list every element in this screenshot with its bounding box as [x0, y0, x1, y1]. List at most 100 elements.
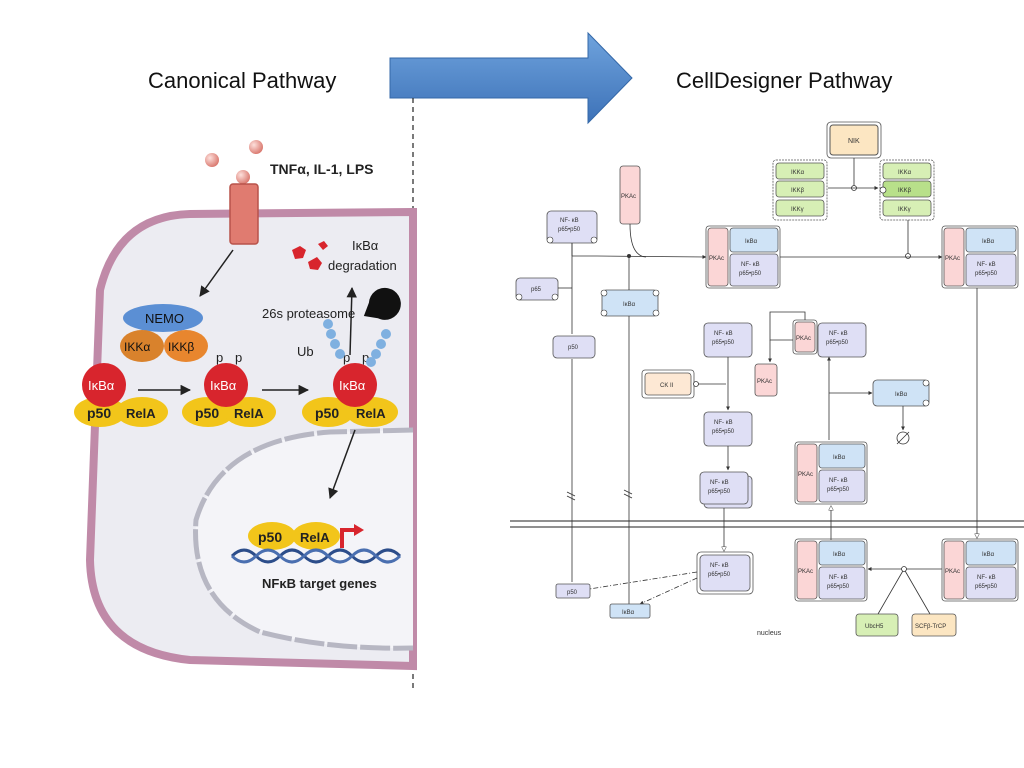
- svg-text:p50: p50: [258, 529, 282, 545]
- nemo-protein: [123, 304, 203, 332]
- svg-text:NIK: NIK: [848, 138, 860, 145]
- ikk-complex-inactive: IKKα IKKβ IKKγ: [772, 159, 828, 221]
- svg-text:p: p: [235, 350, 242, 365]
- svg-text:IκBα: IκBα: [895, 392, 908, 398]
- nfkb-complex-1: IκBα p50 RelA: [74, 363, 168, 427]
- svg-text:NF- κB: NF- κB: [710, 480, 729, 486]
- pkac-nfkb-ikba-complex-lower: PKAc IκBα NF- κB p65•p50: [794, 441, 868, 505]
- p65-node: p65: [515, 277, 559, 301]
- svg-text:RelA: RelA: [356, 406, 386, 421]
- nfkb-node-right: NF- κB p65•p50: [817, 322, 867, 358]
- nfkb-node-mid3: NF- κB p65•p50: [699, 471, 753, 509]
- svg-text:IκBα: IκBα: [745, 239, 758, 245]
- svg-text:p50: p50: [567, 590, 578, 596]
- nucleus-label: nucleus: [757, 630, 782, 637]
- ikba-node-phospho: IκBα: [872, 379, 930, 407]
- svg-text:IKKγ: IKKγ: [898, 207, 911, 213]
- nuclear-p50-node: p50: [555, 583, 591, 599]
- svg-text:PKAc: PKAc: [709, 256, 724, 262]
- svg-text:IKKβ: IKKβ: [898, 188, 912, 194]
- nuclear-complex-left: PKAc IκBα NF- κB p65•p50: [794, 538, 868, 602]
- svg-text:IKKβ: IKKβ: [791, 188, 805, 194]
- nuclear-nfkb-node: NF- κB p65•p50: [696, 551, 754, 595]
- svg-text:p65•p50: p65•p50: [558, 227, 581, 233]
- svg-text:NF- κB: NF- κB: [714, 420, 733, 426]
- nik-node: [829, 124, 879, 156]
- svg-text:RelA: RelA: [300, 530, 330, 545]
- nuclear-ikba-node: IκBα: [609, 603, 651, 619]
- svg-text:IκBα: IκBα: [622, 610, 635, 616]
- ligand-ball: [236, 170, 250, 184]
- ubch5-node: UbcH5: [855, 613, 899, 637]
- svg-text:p65•p50: p65•p50: [975, 271, 998, 277]
- svg-text:p50: p50: [195, 405, 219, 421]
- svg-text:NF- κB: NF- κB: [714, 331, 733, 337]
- svg-text:NF- κB: NF- κB: [977, 262, 996, 268]
- svg-text:CK II: CK II: [660, 383, 674, 389]
- ikba-degradation-label: IκBα: [352, 238, 379, 253]
- svg-text:PKAc: PKAc: [621, 194, 636, 200]
- svg-text:PKAc: PKAc: [798, 569, 813, 575]
- svg-text:RelA: RelA: [126, 406, 156, 421]
- nemo-label: NEMO: [145, 311, 184, 326]
- svg-text:p65•p50: p65•p50: [975, 584, 998, 590]
- canonical-pathway-title: Canonical Pathway: [148, 68, 337, 93]
- svg-text:p65•p50: p65•p50: [827, 487, 850, 493]
- degradation-symbol: [896, 431, 910, 445]
- svg-text:p: p: [343, 350, 350, 365]
- proteasome-icon: [363, 287, 401, 320]
- svg-text:p65•p50: p65•p50: [739, 271, 762, 277]
- celldesigner-diagram: nucleus NIK IKKα IKKβ IKKγ IKKα IKKβ IKK…: [510, 121, 1024, 637]
- svg-text:IκBα: IκBα: [623, 302, 636, 308]
- svg-text:NF- κB: NF- κB: [829, 478, 848, 484]
- ub-label: Ub: [297, 344, 314, 359]
- svg-text:RelA: RelA: [234, 406, 264, 421]
- svg-text:p50: p50: [568, 345, 579, 351]
- nfkb-complex-node: NF- κB p65•p50: [546, 210, 598, 244]
- ikka-label: IKKα: [124, 340, 150, 354]
- ligand-ball: [205, 153, 219, 167]
- svg-text:p65•p50: p65•p50: [708, 572, 731, 578]
- degradation-arrow: [346, 286, 357, 356]
- ubiquitin-chain: [323, 319, 391, 367]
- ikka-protein: [120, 330, 164, 362]
- svg-text:PKAc: PKAc: [945, 569, 960, 575]
- degraded-fragments: [292, 241, 328, 270]
- svg-text:IκBα: IκBα: [339, 378, 366, 393]
- nfkb-complex-3: IκBα p p p50 RelA: [302, 350, 398, 427]
- svg-text:p50: p50: [87, 405, 111, 421]
- pkac-node: PKAc: [754, 363, 778, 397]
- svg-text:p65•p50: p65•p50: [712, 340, 735, 346]
- proteasome-label: 26s proteasome: [262, 306, 355, 321]
- nfkb-node-mid1: NF- κB p65•p50: [703, 322, 753, 358]
- svg-text:p50: p50: [315, 405, 339, 421]
- ikk-complex-active: IKKα IKKβ IKKγ: [879, 159, 935, 221]
- svg-text:UbcH5: UbcH5: [865, 624, 884, 630]
- svg-text:p: p: [362, 350, 369, 365]
- svg-text:NF- κB: NF- κB: [741, 262, 760, 268]
- svg-text:p65•p50: p65•p50: [826, 340, 849, 346]
- ligand-ball: [249, 140, 263, 154]
- canonical-pathway-illustration: TNFα, IL-1, LPS NEMO IKKα IKKβ IκBα p50 …: [74, 140, 417, 671]
- celldesigner-pathway-title: CellDesigner Pathway: [676, 68, 893, 93]
- ligands-label: TNFα, IL-1, LPS: [270, 161, 374, 177]
- svg-text:IκBα: IκBα: [210, 378, 237, 393]
- svg-text:IKKγ: IKKγ: [791, 207, 804, 213]
- svg-text:IκBα: IκBα: [833, 552, 846, 558]
- svg-text:IκBα: IκBα: [982, 239, 995, 245]
- pkac-nfkb-ikba-complex-phospho: PKAc IκBα NF- κB p65•p50: [941, 225, 1019, 289]
- nfkb-complex-2: IκBα p p p50 RelA: [182, 350, 276, 427]
- ikkb-label: IKKβ: [168, 340, 194, 354]
- svg-text:p: p: [216, 350, 223, 365]
- dna-helix: [230, 548, 402, 564]
- svg-text:NF- κB: NF- κB: [710, 563, 729, 569]
- degradation-label: degradation: [328, 258, 397, 273]
- svg-text:IKKα: IKKα: [791, 170, 805, 176]
- receptor: [229, 183, 259, 245]
- transition-arrow: [389, 31, 633, 125]
- svg-text:IκBα: IκBα: [982, 552, 995, 558]
- svg-text:PKAc: PKAc: [757, 379, 772, 385]
- svg-text:NF- κB: NF- κB: [829, 575, 848, 581]
- nuclear-translocation-arrow: [328, 429, 356, 499]
